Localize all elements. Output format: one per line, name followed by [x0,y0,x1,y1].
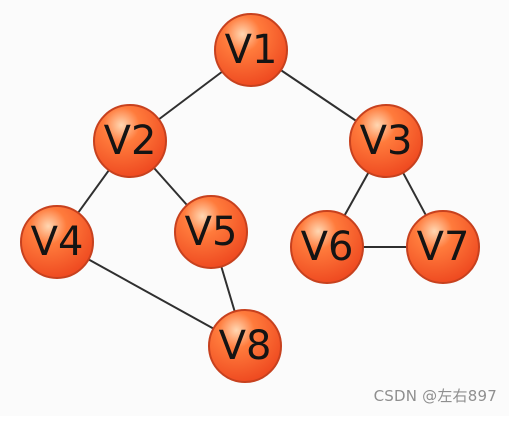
edges-layer [77,69,427,330]
node-v2: V2 [93,104,167,178]
edge-v2-v5 [153,167,188,206]
edge-v5-v8 [220,266,236,312]
edge-v4-v8 [88,258,214,330]
node-v1: V1 [214,13,288,87]
node-circle-v5 [174,195,248,269]
node-label-v7: V7 [417,224,470,270]
node-v4: V4 [20,205,94,279]
node-v3: V3 [349,104,423,178]
node-circle-v3 [349,104,423,178]
node-v8: V8 [208,309,282,383]
node-circle-v7 [406,210,480,284]
node-circle-v6 [290,210,364,284]
node-label-v4: V4 [31,219,84,265]
edge-v1-v2 [158,70,223,121]
node-circle-v4 [20,205,94,279]
node-v5: V5 [174,195,248,269]
node-label-v1: V1 [225,27,278,73]
node-circle-v1 [214,13,288,87]
edge-v1-v3 [280,69,357,122]
node-label-v2: V2 [104,118,157,164]
node-label-v5: V5 [185,209,238,255]
edge-v3-v6 [343,171,370,217]
edge-v3-v7 [402,172,427,216]
node-label-v6: V6 [301,224,354,270]
edge-v2-v4 [77,169,110,214]
watermark-text: CSDN @左右897 [373,387,497,405]
node-circle-v8 [208,309,282,383]
node-label-v8: V8 [219,323,272,369]
node-v6: V6 [290,210,364,284]
node-v7: V7 [406,210,480,284]
node-label-v3: V3 [360,118,413,164]
node-circle-v2 [93,104,167,178]
